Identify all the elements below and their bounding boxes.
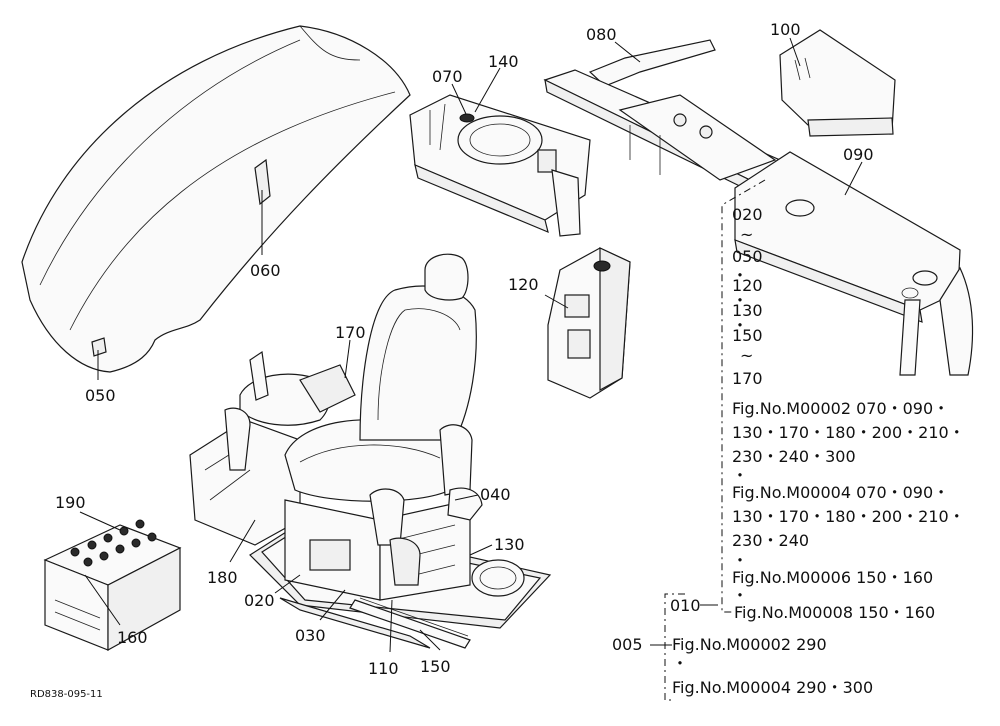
callout-050: 050 [85,386,116,405]
callout-100: 100 [770,20,801,39]
fig-m00002-a-line1: Fig.No.M00002 070・090・ [732,399,949,418]
fig-dot-2: ・ [732,551,748,570]
range-130: 130 [732,301,763,320]
callout-140: 140 [488,52,519,71]
callout-080: 080 [586,25,617,44]
range-dot-2: ・ [732,291,748,310]
callout-160: 160 [117,628,148,647]
reference-brackets [650,179,766,701]
callout-090: 090 [843,145,874,164]
callout-150: 150 [420,657,451,676]
callout-labels: 060 050 070 140 080 100 090 120 170 040 … [55,20,874,678]
range-170: 170 [732,369,763,388]
drawing-code: RD838-095-11 [30,689,103,700]
group-labels: 010 005 [612,596,701,654]
callout-070: 070 [432,67,463,86]
hood-sticker-060 [254,158,271,206]
fig-m00008: Fig.No.M00008 150・160 [734,603,935,622]
callout-110: 110 [368,659,399,678]
battery [43,519,182,652]
fig-m00002-a-line2: 130・170・180・200・210・ [732,423,965,442]
callout-060: 060 [250,261,281,280]
side-console [547,247,631,399]
range-020: 020 [732,205,763,224]
range-150: 150 [732,326,763,345]
group-010: 010 [670,596,701,615]
range-120: 120 [732,276,763,295]
fig-m00006: Fig.No.M00006 150・160 [732,568,933,587]
fig-dot-4: ・ [672,654,688,673]
fig-m00004-b: Fig.No.M00004 290・300 [672,678,873,697]
range-050: 050 [732,247,763,266]
fig-dot-3: ・ [732,586,748,605]
range-tilde-1: ~ [740,225,753,244]
group-005: 005 [612,635,643,654]
range-list: 020 ~ 050 ・ 120 ・ 130 ・ 150 ~ 170 [732,205,763,388]
seat-assembly [189,253,552,649]
fig-m00002-b: Fig.No.M00002 290 [672,635,827,654]
callout-190: 190 [55,493,86,512]
figure-references: Fig.No.M00002 070・090・ 130・170・180・200・2… [672,399,965,697]
range-dot-3: ・ [732,316,748,335]
callout-130: 130 [494,535,525,554]
rear-frame [734,151,974,376]
fig-m00004-a-line1: Fig.No.M00004 070・090・ [732,483,949,502]
callout-020: 020 [244,591,275,610]
callout-040: 040 [480,485,511,504]
fig-m00004-a-line3: 230・240 [732,531,809,550]
leader-lines [79,37,863,653]
box-cover [779,29,896,137]
callout-180: 180 [207,568,238,587]
fig-dot-1: ・ [732,466,748,485]
hood-sticker-050 [91,337,107,357]
fig-m00004-a-line2: 130・170・180・200・210・ [732,507,965,526]
range-tilde-2: ~ [740,346,753,365]
callout-170: 170 [335,323,366,342]
callout-120: 120 [508,275,539,294]
callout-030: 030 [295,626,326,645]
mount-panel [409,94,591,237]
fig-m00002-a-line3: 230・240・300 [732,447,856,466]
hood-cover [21,25,411,373]
range-dot-1: ・ [732,266,748,285]
